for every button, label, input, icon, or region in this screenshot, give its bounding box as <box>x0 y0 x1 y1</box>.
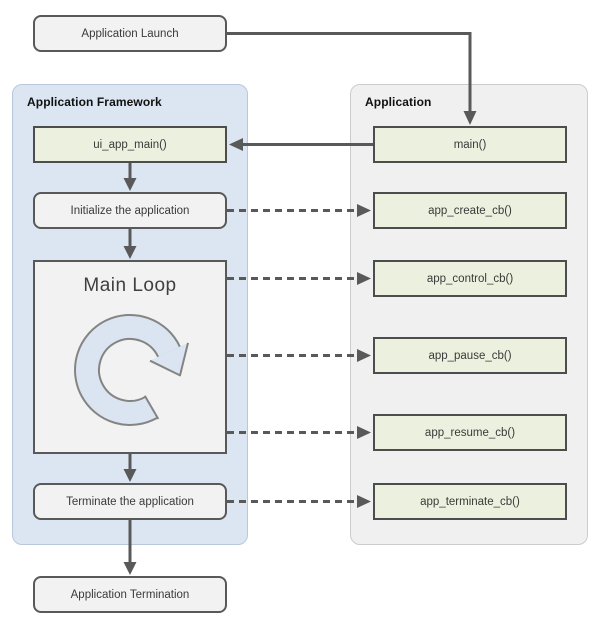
panel-title-application-framework: Application Framework <box>27 95 162 109</box>
circular-loop-arrow-icon <box>74 313 189 426</box>
node-initialize-application: Initialize the application <box>33 192 227 229</box>
node-ui-app-main: ui_app_main() <box>33 126 227 163</box>
main-loop-label: Main Loop <box>83 275 177 296</box>
node-application-launch: Application Launch <box>33 15 227 52</box>
node-main-loop: Main Loop <box>33 260 227 454</box>
arrowhead-into-termination <box>123 562 137 575</box>
node-main: main() <box>373 126 567 163</box>
panel-title-application: Application <box>365 95 432 109</box>
node-application-termination: Application Termination <box>33 576 227 613</box>
node-app-terminate-cb: app_terminate_cb() <box>373 483 567 520</box>
node-terminate-application: Terminate the application <box>33 483 227 520</box>
node-app-create-cb: app_create_cb() <box>373 192 567 229</box>
node-app-pause-cb: app_pause_cb() <box>373 337 567 374</box>
node-app-resume-cb: app_resume_cb() <box>373 414 567 451</box>
node-app-control-cb: app_control_cb() <box>373 260 567 297</box>
